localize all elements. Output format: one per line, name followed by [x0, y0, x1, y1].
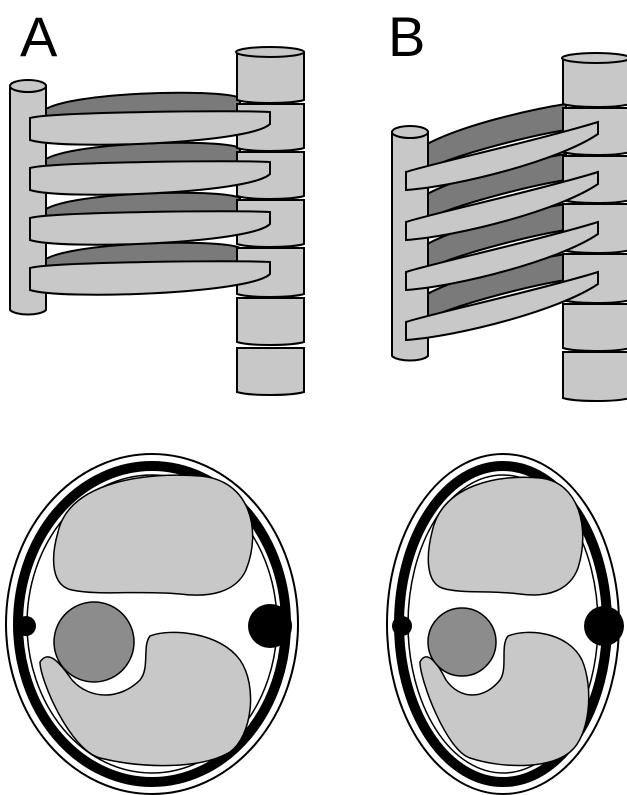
panel-b-spine-dot — [584, 606, 624, 646]
panel-a-spine-dot — [248, 604, 292, 648]
panel-label-b: B — [388, 5, 425, 68]
panel-b-cross-section — [387, 454, 624, 794]
panel-a-heart — [54, 602, 134, 682]
panel-a-cross-section — [6, 454, 298, 794]
panel-a-ribcage — [10, 47, 304, 395]
panel-b-ribcage — [392, 53, 627, 401]
panel-b-heart — [428, 608, 496, 676]
panel-b-sternum-dot — [392, 616, 412, 636]
panel-a-sternum-dot — [16, 616, 36, 636]
panel-label-a: A — [20, 5, 58, 68]
